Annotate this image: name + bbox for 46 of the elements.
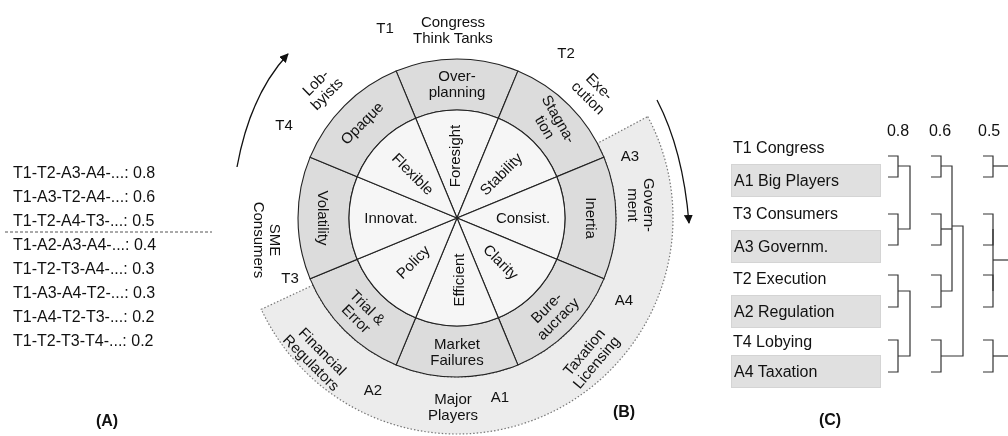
segment-label: Over- planning — [428, 68, 486, 100]
leaf-label: A1 Big Players — [734, 172, 839, 190]
segment-label: Inertia — [583, 197, 599, 239]
stakeholder-label: Congress Think Tanks — [412, 14, 494, 46]
segment-label: Volatility — [315, 190, 331, 246]
segment-label: Consist. — [495, 210, 551, 226]
stakeholder-code: A4 — [614, 292, 634, 308]
stakeholder-code: T1 — [376, 20, 394, 36]
panel-label: (C) — [818, 411, 842, 429]
panel-label: (B) — [612, 403, 636, 421]
leaf-label: T2 Execution — [733, 270, 827, 288]
segment-label: Market Failures — [430, 336, 484, 368]
leaf-label: A4 Taxation — [734, 363, 818, 381]
stakeholder-label: Major Players — [428, 391, 478, 423]
stakeholder-code: A2 — [363, 382, 383, 398]
threshold-value: 0.8 — [886, 122, 910, 140]
stakeholder-code: T3 — [281, 270, 299, 286]
segment-label: Foresight — [446, 124, 463, 188]
threshold-value: 0.6 — [928, 122, 952, 140]
ranking-row: T1-T2-A4-T3-...: 0.5 — [13, 212, 155, 230]
highlight-box — [731, 355, 881, 388]
ranking-row: T1-A4-T2-T3-...: 0.2 — [13, 308, 155, 326]
stakeholder-label: Govern- ment — [625, 177, 657, 233]
leaf-label: T3 Consumers — [733, 205, 838, 223]
segment-label: Efficient — [451, 253, 468, 307]
highlight-box — [731, 164, 881, 197]
segment-label: Innovat. — [364, 210, 418, 226]
ranking-row: T1-A2-A3-A4-...: 0.4 — [13, 236, 157, 254]
leaf-label: A3 Governm. — [734, 238, 829, 256]
stakeholder-code: A3 — [620, 148, 640, 164]
threshold-value: 0.5 — [978, 122, 1001, 140]
ring-segment — [296, 155, 360, 281]
ranking-row: T1-T2-T3-T4-...: 0.2 — [13, 332, 154, 350]
leaf-label: A2 Regulation — [734, 303, 835, 321]
highlight-box — [731, 230, 881, 263]
stakeholder-code: T4 — [275, 117, 293, 133]
stakeholder-code: A1 — [490, 389, 510, 405]
ranking-row: T1-T2-A3-A4-...: 0.8 — [13, 164, 156, 182]
ring-segment — [554, 155, 618, 281]
leaf-label: T4 Lobying — [733, 333, 813, 351]
ranking-row: T1-A3-T2-A4-...: 0.6 — [13, 188, 156, 206]
stakeholder-code: T2 — [557, 45, 575, 61]
ranking-row: T1-T2-T3-A4-...: 0.3 — [13, 260, 155, 278]
panel-label: (A) — [95, 412, 119, 430]
ranking-row: T1-A3-A4-T2-...: 0.3 — [13, 284, 156, 302]
highlight-box — [731, 295, 881, 328]
